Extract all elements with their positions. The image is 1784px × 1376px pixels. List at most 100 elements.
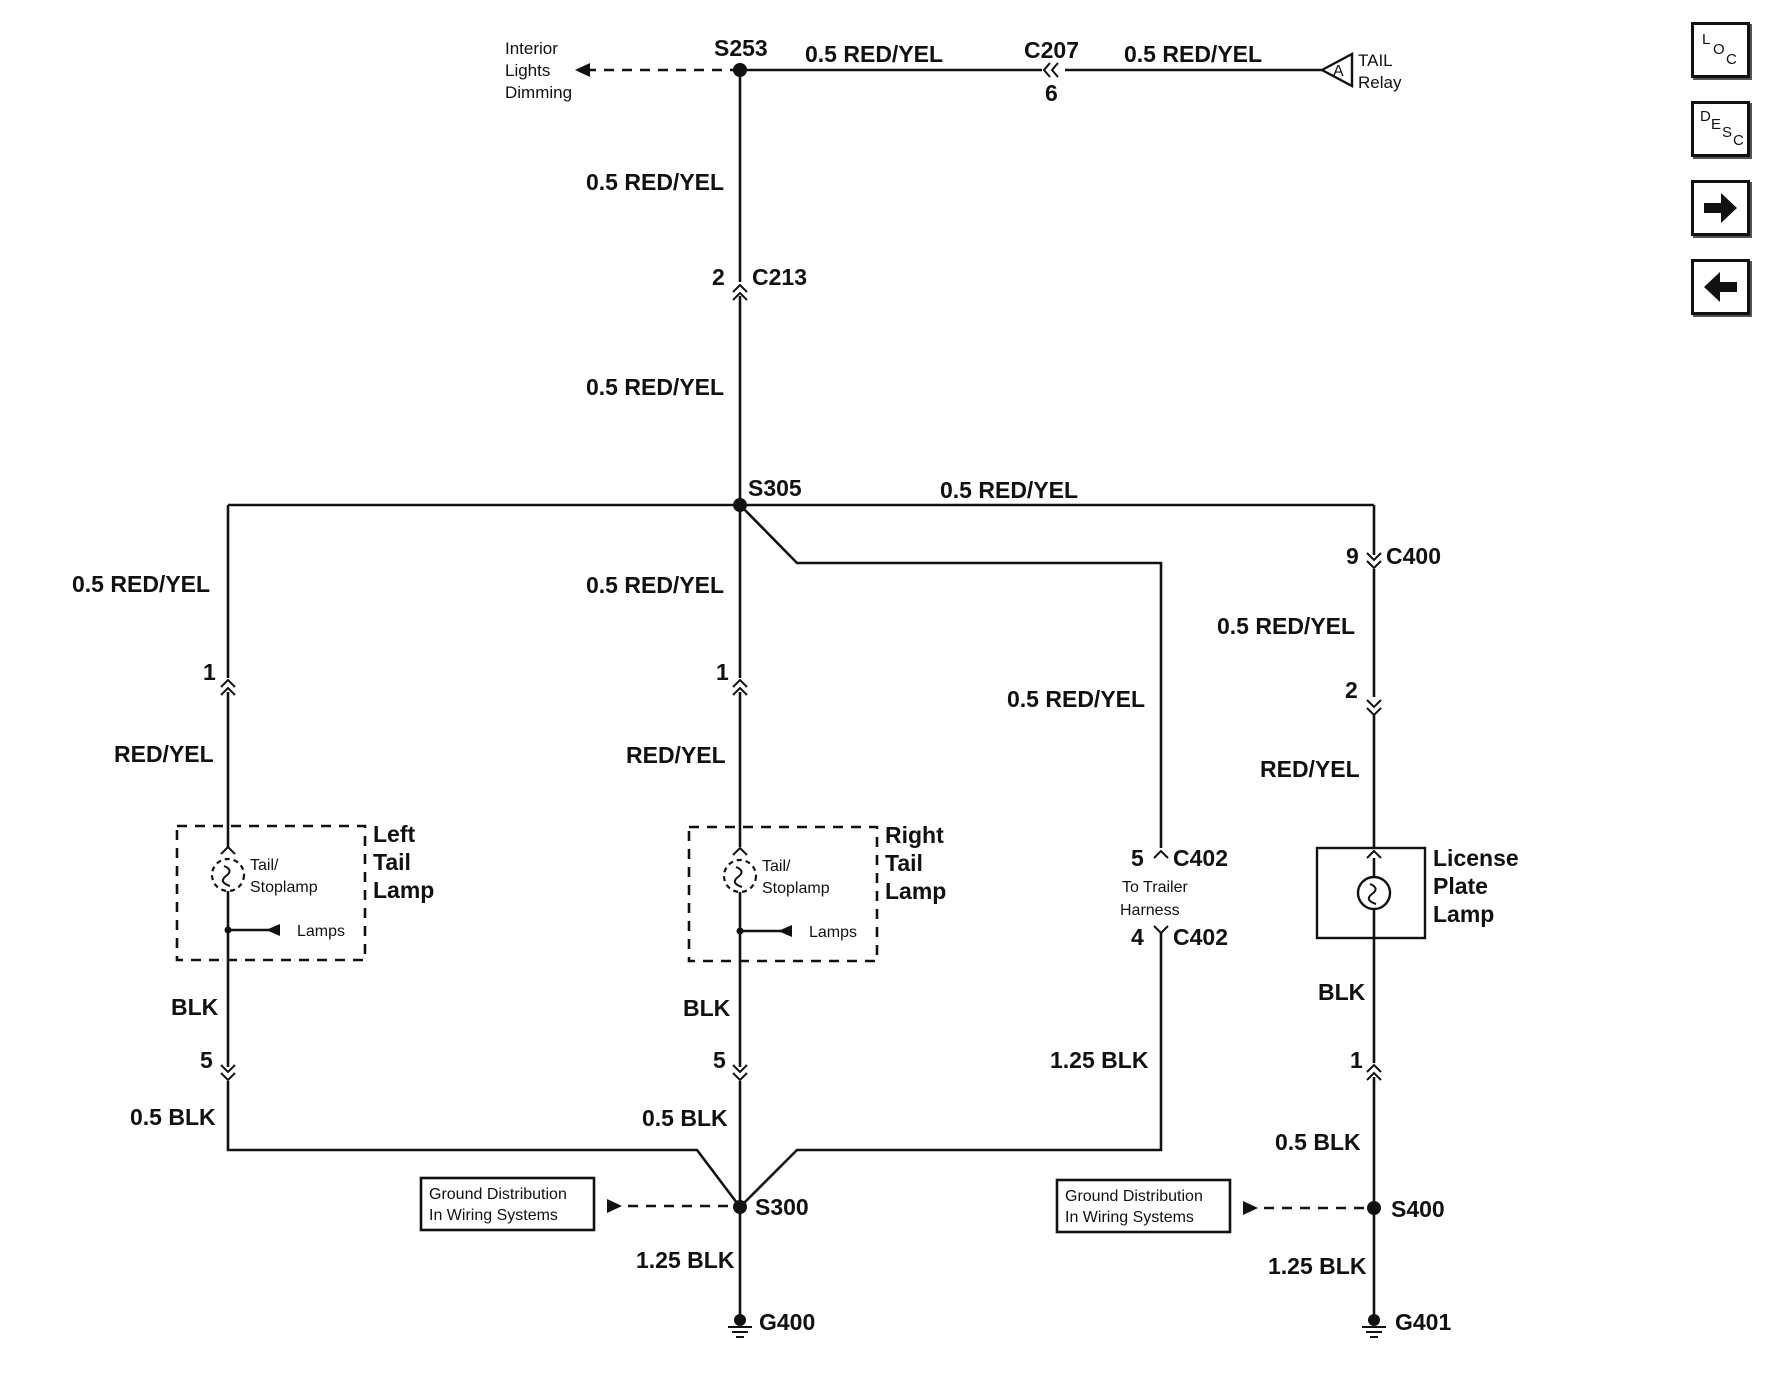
left-pin-top: 1 [203, 659, 216, 685]
relay-label-1: TAIL [1358, 51, 1393, 70]
license-wire-label-blk: BLK [1318, 979, 1366, 1005]
prev-button[interactable] [1691, 259, 1750, 315]
left-pin1-connector-icon [220, 678, 236, 696]
next-button[interactable] [1691, 180, 1750, 236]
wire-s305-trailer [739, 504, 1163, 848]
c400-label: C400 [1386, 543, 1441, 569]
right-wire-label-blk: BLK [683, 995, 731, 1021]
g401-ground-icon [1362, 1314, 1386, 1338]
left-lamp-name-1: Left [373, 821, 416, 847]
g400-label: G400 [759, 1309, 815, 1335]
ground-distribution-ref-left[interactable]: Ground Distribution In Wiring Systems [419, 1176, 596, 1232]
ground-ref-left-line-1: Ground Distribution [429, 1186, 567, 1203]
s300-label: S300 [755, 1194, 809, 1220]
license-bulb-icon [1356, 849, 1392, 938]
desc-letter-d: D [1700, 108, 1711, 125]
trailer-wire-label-top: 0.5 RED/YEL [1007, 686, 1145, 712]
s300-g400-wire-label: 1.25 BLK [636, 1247, 735, 1273]
desc-letter-e: E [1711, 116, 1722, 133]
arrow-left-icon [1704, 272, 1737, 302]
c402-top-connector-icon [1153, 849, 1169, 859]
s305-label: S305 [748, 475, 802, 501]
right-tail-lamp[interactable]: Tail/ Stoplamp Lamps Right Tail Lamp [687, 822, 946, 963]
right-pin5-connector-icon [732, 1064, 748, 1082]
ground-ref-left-arrow-icon [607, 1199, 622, 1213]
c402-top-label: C402 [1173, 845, 1228, 871]
right-wire-label-bot: 0.5 BLK [642, 1105, 728, 1131]
left-bulb-icon [210, 845, 246, 893]
right-lamp-housing [687, 825, 879, 963]
left-tail-lamp[interactable]: Tail/ Stoplamp Lamps Left Tail Lamp [175, 821, 434, 962]
relay-pin-label: A [1333, 63, 1344, 80]
wire-label-c207-relay: 0.5 RED/YEL [1124, 41, 1262, 67]
interior-lights-label-3: Dimming [505, 83, 572, 102]
license-pin2-connector-icon [1366, 699, 1382, 717]
desc-letter-s: S [1722, 124, 1733, 141]
relay-terminal-icon [1319, 52, 1354, 88]
ground-ref-right-line-1: Ground Distribution [1065, 1188, 1203, 1205]
license-wire-label-mid: RED/YEL [1260, 756, 1360, 782]
right-pin1-connector-icon [732, 678, 748, 696]
license-wire-label-bot: 0.5 BLK [1275, 1129, 1361, 1155]
ground-ref-right-line-2: In Wiring Systems [1065, 1209, 1194, 1226]
c213-label: C213 [752, 264, 807, 290]
c400-connector-icon [1366, 552, 1382, 570]
right-lamp-name-1: Right [885, 822, 944, 848]
right-lamps-arrow-icon [778, 925, 792, 937]
right-lamps-label: Lamps [809, 924, 857, 941]
ground-ref-right-arrow-icon [1243, 1201, 1258, 1215]
left-bulb-label-2: Stoplamp [250, 879, 318, 896]
wire-label-s253-c207: 0.5 RED/YEL [805, 41, 943, 67]
s300-splice-dot [733, 1200, 747, 1214]
license-pin-2: 2 [1345, 677, 1358, 703]
left-bulb-label-1: Tail/ [250, 857, 279, 874]
left-pin-bot: 5 [200, 1047, 213, 1073]
right-wire-label-top: 0.5 RED/YEL [586, 572, 724, 598]
interior-lights-label-2: Lights [505, 61, 550, 80]
right-bulb-icon [722, 846, 758, 894]
license-lamp-name-2: Plate [1433, 873, 1488, 899]
interior-lights-arrow-icon [575, 63, 590, 77]
left-lamps-label: Lamps [297, 923, 345, 940]
loc-letter-l: L [1702, 31, 1711, 48]
c402-bot-label: C402 [1173, 924, 1228, 950]
left-wire-label-mid: RED/YEL [114, 741, 214, 767]
license-plate-lamp[interactable]: License Plate Lamp [1315, 845, 1519, 940]
left-wire-ground [226, 1081, 742, 1208]
relay-label-2: Relay [1358, 73, 1402, 92]
license-wire-label-top: 0.5 RED/YEL [1217, 613, 1355, 639]
trailer-wire-label-bot: 1.25 BLK [1050, 1047, 1149, 1073]
ground-distribution-ref-right[interactable]: Ground Distribution In Wiring Systems [1055, 1178, 1232, 1234]
wire-label-c213-s305: 0.5 RED/YEL [586, 374, 724, 400]
right-bulb-label-2: Stoplamp [762, 880, 830, 897]
tail-relay-ref[interactable]: A TAIL Relay [1319, 51, 1402, 92]
left-lamps-arrow-icon [266, 924, 280, 936]
c400-pin: 9 [1346, 543, 1359, 569]
left-wire-label-top: 0.5 RED/YEL [72, 571, 210, 597]
loc-button[interactable]: L O C [1691, 22, 1750, 78]
c213-connector-icon [732, 283, 748, 301]
license-lamp-name-3: Lamp [1433, 901, 1494, 927]
c402-bot-connector-icon [1153, 925, 1169, 935]
g400-ground-icon [728, 1314, 752, 1338]
s400-label: S400 [1391, 1196, 1445, 1222]
c213-pin: 2 [712, 264, 725, 290]
license-pin-1: 1 [1350, 1047, 1363, 1073]
c402-top-pin: 5 [1131, 845, 1144, 871]
right-pin-top: 1 [716, 659, 729, 685]
g401-label: G401 [1395, 1309, 1451, 1335]
s400-splice-dot [1367, 1201, 1381, 1215]
c207-pin: 6 [1045, 80, 1058, 106]
desc-button[interactable]: D E S C [1691, 101, 1750, 157]
loc-letter-o: O [1713, 41, 1725, 58]
trailer-harness-label-2: Harness [1120, 902, 1180, 919]
c207-connector-icon [1042, 62, 1059, 78]
interior-lights-dimming-ref[interactable]: Interior Lights Dimming [505, 39, 572, 102]
desc-letter-c: C [1733, 132, 1744, 149]
left-lamp-name-3: Lamp [373, 877, 434, 903]
license-lamp-name-1: License [1433, 845, 1519, 871]
license-pin1-connector-icon [1366, 1063, 1382, 1081]
arrow-right-icon [1704, 193, 1737, 223]
s253-label: S253 [714, 35, 768, 61]
